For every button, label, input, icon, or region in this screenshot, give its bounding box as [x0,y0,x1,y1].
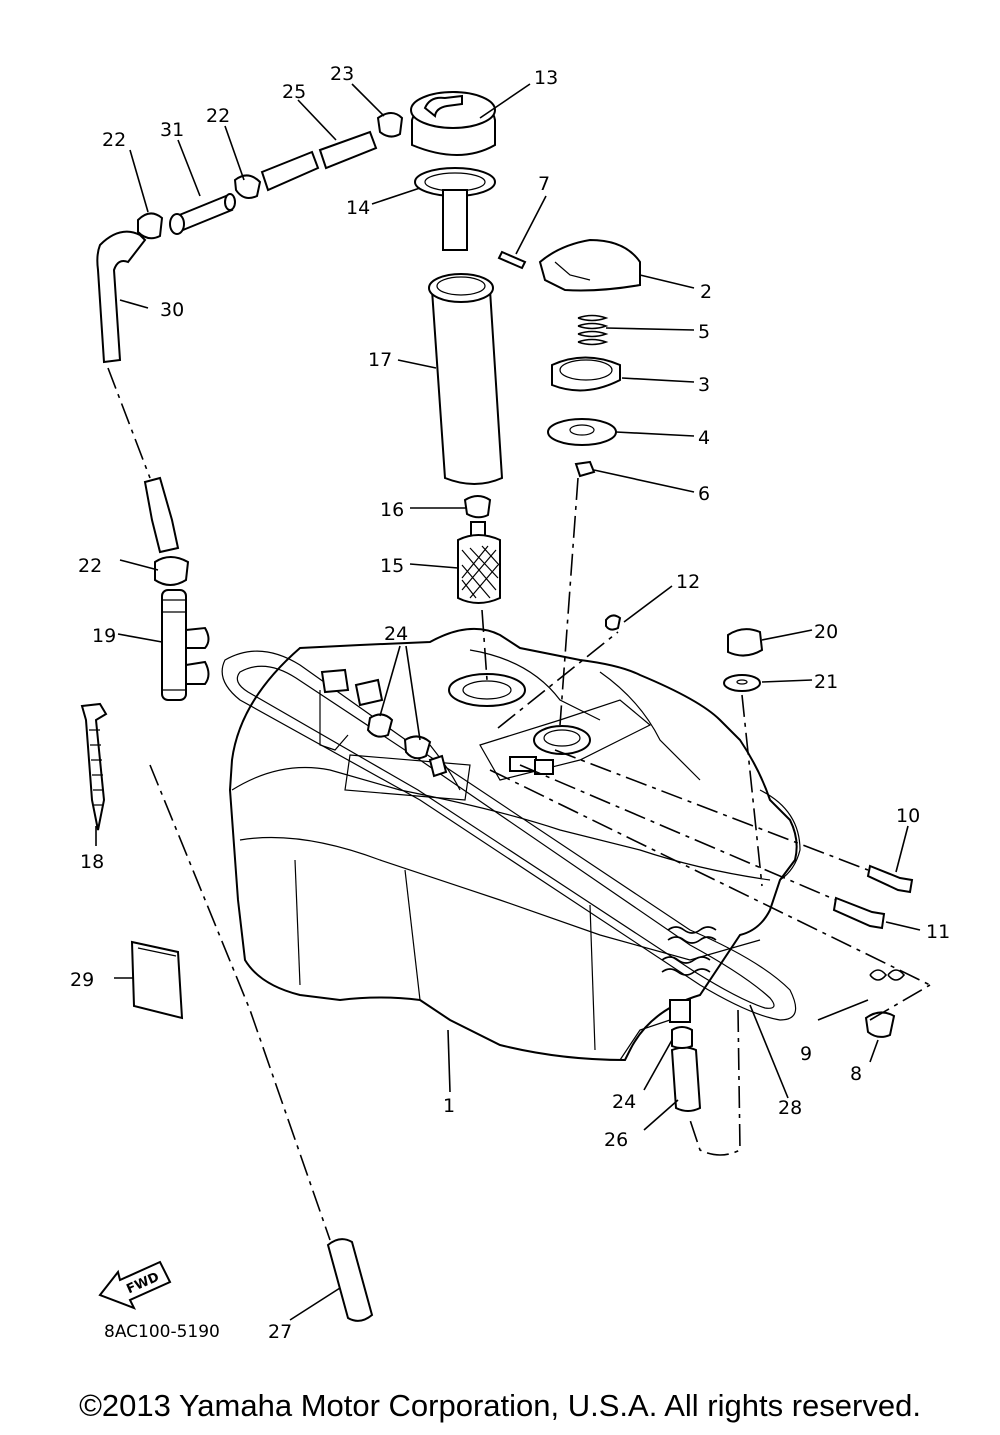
label-14: 14 [346,197,370,219]
label-4: 4 [698,427,710,449]
label-1: 1 [443,1095,455,1117]
label-24b: 24 [612,1091,636,1113]
clip-9 [869,969,906,981]
label-25: 25 [282,81,306,103]
fuel-cap-cover [538,238,641,292]
label-5: 5 [698,321,710,343]
label-6: 6 [698,483,710,505]
damper-20 [727,628,764,657]
tank-pad [130,940,184,1020]
fuel-tank [228,627,801,1062]
label-27: 27 [268,1321,292,1343]
fwd-arrow-icon: FWD [98,1260,172,1310]
label-22c: 22 [78,555,102,577]
fuel-hose-26 [670,1026,702,1112]
tank-strap [221,650,797,1021]
label-19: 19 [92,625,116,647]
spring [577,314,609,346]
label-30: 30 [160,299,184,321]
label-9: 9 [800,1043,812,1065]
routing-lines [107,367,931,1241]
cap-gasket [414,167,496,251]
hose-clamps [137,174,262,586]
label-31: 31 [160,119,184,141]
clamp-23 [376,112,404,138]
label-23: 23 [330,63,354,85]
fuel-cap [410,90,496,156]
label-22a: 22 [102,129,126,151]
label-3: 3 [698,374,710,396]
label-21: 21 [814,671,838,693]
leader-lines [95,83,921,1321]
label-15: 15 [380,555,404,577]
label-7: 7 [538,173,550,195]
fuel-tank-exploded-diagram: FWD 1 2 3 4 5 6 7 8 9 10 11 12 13 14 15 … [70,63,950,1343]
pin [497,250,527,270]
copyright-notice: ©2013 Yamaha Motor Corporation, U.S.A. A… [79,1388,921,1423]
label-8: 8 [850,1063,862,1085]
filler-tube [428,273,504,485]
fuel-filter [457,521,501,604]
label-16: 16 [380,499,404,521]
clamp-16 [463,495,492,519]
washer-4 [547,418,617,446]
spring-seat [551,356,621,392]
label-29: 29 [70,969,94,991]
clip-12 [605,614,622,631]
label-28: 28 [778,1097,802,1119]
fuel-hose-27 [326,1238,374,1322]
label-24a: 24 [384,623,408,645]
label-20: 20 [814,621,838,643]
label-10: 10 [896,805,920,827]
grommet-8 [864,1011,896,1038]
label-11: 11 [926,921,950,943]
breather-joint [169,193,236,235]
hose-joint [161,589,210,701]
label-13: 13 [534,67,558,89]
bolt-11 [832,896,886,930]
label-18: 18 [80,851,104,873]
bolt-10 [866,864,914,894]
label-26: 26 [604,1129,628,1151]
label-17: 17 [368,349,392,371]
hose-band [80,702,108,831]
label-12: 12 [676,571,700,593]
part-number-labels: 1 2 3 4 5 6 7 8 9 10 11 12 13 14 15 16 1… [70,63,950,1343]
breather-hose [260,130,378,192]
drawing-code: 8AC100-5190 [104,1322,220,1342]
washer-21 [723,674,761,692]
vent-hose [96,230,180,554]
clamps-24 [320,668,448,778]
nut-6 [574,460,596,478]
label-2: 2 [700,281,712,303]
label-22b: 22 [206,105,230,127]
